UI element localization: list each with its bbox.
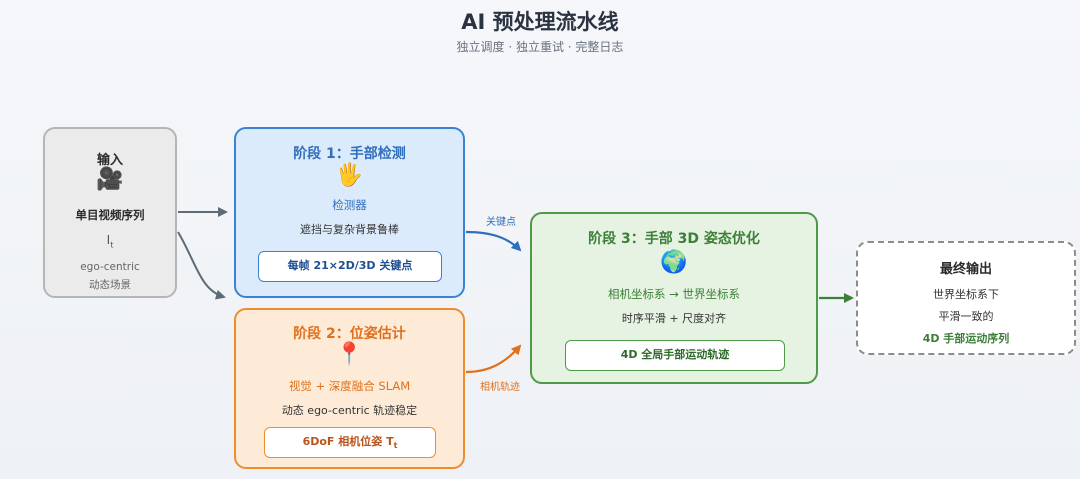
stage2-subtitle: 视觉 + 深度融合 SLAM: [288, 379, 411, 393]
input-node: 输入 🎥 单目视频序列 It ego-centric 动态场景: [43, 127, 177, 298]
page-subtitle: 独立调度 · 独立重试 · 完整日志: [456, 40, 624, 54]
globe-icon: 🌍: [660, 250, 688, 275]
stage2-desc: 动态 ego-centric 轨迹稳定: [281, 404, 418, 417]
stage1-title: 阶段 1：手部检测: [293, 146, 406, 162]
input-desc-line1: ego-centric: [80, 261, 140, 273]
output-title: 最终输出: [939, 262, 992, 277]
stage3-title: 阶段 3：手部 3D 姿态优化: [588, 231, 760, 247]
stage1-output: 每帧 21×2D/3D 关键点: [258, 251, 442, 282]
stage1-node: 阶段 1：手部检测 🖐 检测器 遮挡与复杂背景鲁棒 每帧 21×2D/3D 关键…: [234, 127, 465, 298]
input-name: 单目视频序列: [75, 208, 145, 222]
hand-icon: 🖐: [335, 163, 364, 188]
input-title: 输入: [96, 153, 123, 168]
stage3-node: 阶段 3：手部 3D 姿态优化 🌍 相机坐标系 → 世界坐标系 时序平滑 + 尺…: [530, 212, 818, 384]
stage2-node: 阶段 2：位姿估计 📍 视觉 + 深度融合 SLAM 动态 ego-centri…: [234, 308, 465, 469]
pin-icon: 📍: [335, 342, 364, 367]
video-camera-icon: 🎥: [96, 167, 124, 192]
stage2-title: 阶段 2：位姿估计: [293, 326, 406, 342]
stage3-output: 4D 全局手部运动轨迹: [565, 340, 785, 371]
output-line2: 平滑一致的: [938, 310, 994, 323]
page-title: AI 预处理流水线: [461, 10, 619, 34]
input-symbol: It: [106, 233, 114, 250]
output-node: 最终输出 世界坐标系下 平滑一致的 4D 手部运动序列: [856, 241, 1076, 355]
output-line1: 世界坐标系下: [933, 288, 999, 301]
arrow-input-to-stage2: [177, 231, 226, 300]
edge-label-keypoints: 关键点: [486, 217, 516, 228]
output-line3: 4D 手部运动序列: [922, 332, 1010, 345]
stage2-output: 6DoF 相机位姿 Tt: [264, 427, 436, 458]
input-desc-line2: 动态场景: [89, 279, 131, 291]
arrow-stage2-to-stage3: [465, 344, 522, 374]
stage1-desc: 遮挡与复杂背景鲁棒: [300, 223, 399, 236]
arrow-stage1-to-stage3: [465, 230, 522, 252]
stage3-subtitle: 相机坐标系 → 世界坐标系: [608, 287, 740, 301]
stage1-subtitle: 检测器: [332, 198, 367, 212]
stage3-desc: 时序平滑 + 尺度对齐: [621, 312, 727, 325]
edge-label-camera-trajectory: 相机轨迹: [480, 382, 520, 393]
